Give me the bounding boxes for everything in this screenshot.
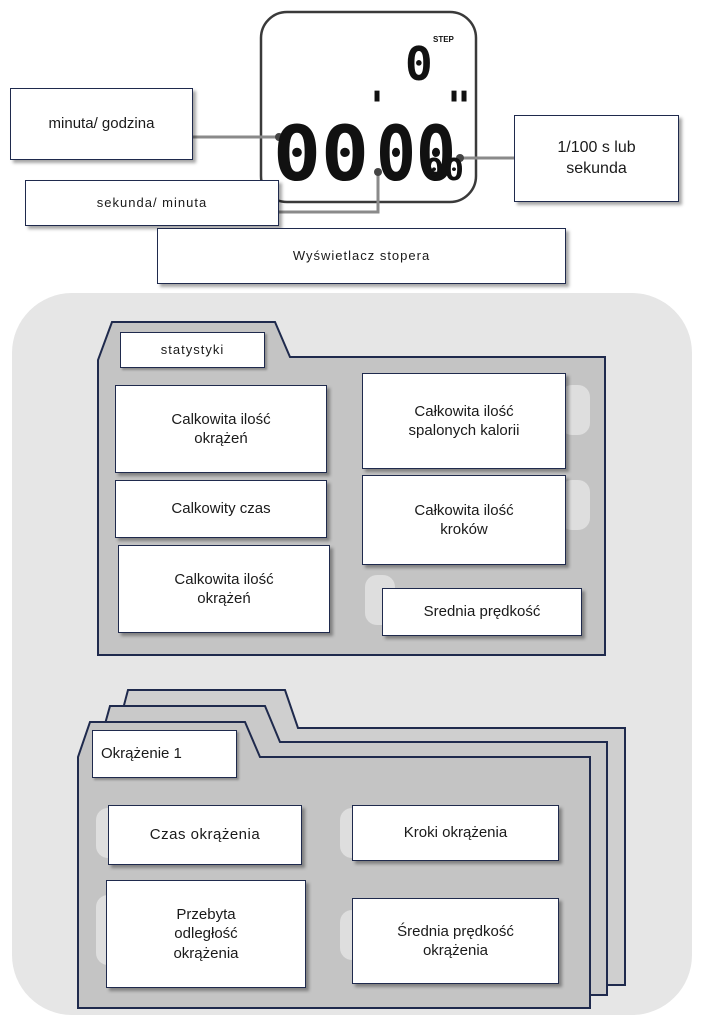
stopwatch-display-caption: Wyświetlacz stopera [157,228,566,284]
stats-folder-tab: statystyki [120,332,265,368]
lap-folder-tab: Okrążenie 1 [92,730,237,778]
step-count: 0 [405,37,433,91]
stats-item-total-time: Calkowity czas [115,480,327,538]
stopwatch-display [259,10,478,204]
minute-connector-dot [275,133,283,141]
step-label: STEP [433,35,455,44]
lap-item-lap-average-speed: Średnia prędkość okrążenia [352,898,559,984]
hundredth-connector-dot [456,154,464,162]
second-connector-line [279,172,380,214]
minute-mark: ' [365,84,389,130]
lap-item-lap-steps: Kroki okrążenia [352,805,559,861]
stats-item-total-laps-2: Calkowita ilość okrążeń [118,545,330,633]
second-mark: " [447,84,471,130]
stats-pill-bg [560,385,590,435]
hundredths-digits: 00 [424,153,464,188]
stats-item-total-steps: Całkowita ilość kroków [362,475,566,565]
second-minute-callout: sekunda/ minuta [25,180,279,226]
hundredth-callout: 1/100 s lub sekunda [514,115,679,202]
stats-item-average-speed: Srednia prędkość [382,588,582,636]
second-connector-dot [374,168,382,176]
seconds-digits: 00 [376,109,456,198]
lap-item-lap-time: Czas okrążenia [108,805,302,865]
stats-item-total-laps: Calkowita ilość okrążeń [115,385,327,473]
stats-item-total-calories: Całkowita ilość spalonych kalorii [362,373,566,469]
minute-hour-callout: minuta/ godzina [10,88,193,160]
lap-item-lap-distance: Przebyta odległość okrążenia [106,880,306,988]
minutes-digits: 00 [273,109,369,198]
stats-pill-bg [560,480,590,530]
